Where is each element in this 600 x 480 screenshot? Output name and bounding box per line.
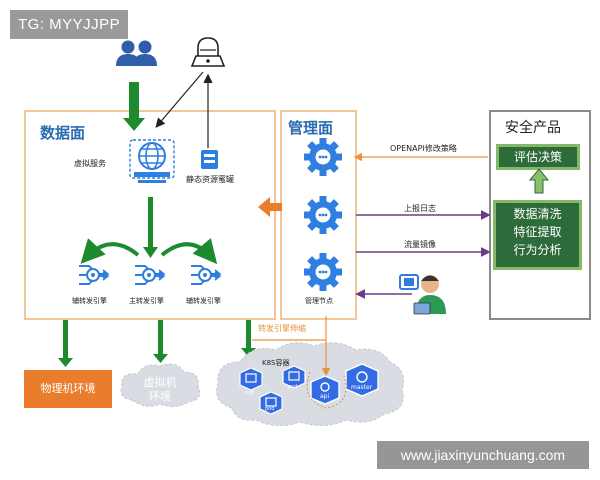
- main-engine-icon: [134, 265, 165, 285]
- static-honeypot-label: 静态资源蜜罐: [186, 175, 234, 184]
- main-to-aux-left-arrow: [80, 238, 140, 264]
- watermark-bottom: www.jiaxinyunchuang.com: [377, 441, 589, 469]
- user-to-service-arrow: [129, 82, 139, 120]
- hacker-icon: [190, 37, 226, 67]
- k8s-scale-loop: [306, 371, 347, 409]
- pod-2-icon: [282, 365, 306, 389]
- pod-1-label: pod: [245, 390, 255, 396]
- security-title: 安全产品: [505, 120, 561, 136]
- k8s-label: K8S容器: [262, 359, 290, 367]
- decision-box: 评估决策: [496, 144, 580, 170]
- virtual-service-label: 虚拟服务: [74, 159, 106, 168]
- master-label: master: [351, 384, 373, 391]
- mgmt-gear-2-icon: [304, 196, 342, 234]
- openapi-label: OPENAPI修改策略: [390, 144, 457, 153]
- admin-person-icon: [399, 274, 446, 315]
- aux-engine-left-icon: [78, 265, 109, 285]
- master-icon: [345, 363, 379, 397]
- to-physical-arrow: [63, 320, 68, 360]
- hacker-to-service-arrow: [155, 71, 204, 128]
- vm-cloud: [120, 363, 201, 408]
- aux-engine-left-label: 辅转发引擎: [72, 297, 107, 305]
- api-label: api: [320, 393, 330, 400]
- users-icon: [116, 40, 157, 66]
- to-k8s-arrow: [246, 320, 251, 350]
- mgmt-node-label: 管理节点: [305, 297, 333, 305]
- aux-engine-right-label: 辅转发引擎: [186, 297, 221, 305]
- vm-env-label: 虚拟机 环境: [143, 376, 177, 403]
- main-engine-label: 主转发引擎: [129, 297, 164, 305]
- virtual-service-icon: [129, 139, 175, 183]
- mgmt-gear-1-icon: [304, 138, 342, 176]
- watermark-top: TG: MYYJJPP: [10, 10, 129, 39]
- honeypot-icon: [201, 150, 218, 169]
- scale-label: 转发引擎伸缩: [258, 324, 306, 333]
- api-icon: [310, 375, 340, 405]
- analysis-to-decision-arrow: [528, 168, 550, 194]
- pod-1-icon: [239, 367, 263, 391]
- data-plane-title: 数据面: [40, 124, 86, 142]
- report-log-label: 上报日志: [404, 204, 436, 213]
- mgmt-gear-3-icon: [304, 253, 342, 291]
- physical-env-box: 物理机环境: [24, 370, 112, 408]
- mgmt-plane-title: 管理面: [288, 119, 334, 137]
- pod-3-label: pod: [265, 406, 275, 412]
- mgmt-to-data-arrow: [268, 203, 282, 211]
- main-to-aux-right-arrow: [160, 238, 218, 265]
- aux-engine-right-icon: [190, 265, 221, 285]
- pod-3-icon: [259, 391, 283, 415]
- traffic-mirror-label: 流量镜像: [404, 240, 436, 249]
- analysis-box: 数据清洗 特征提取 行为分析: [493, 200, 582, 270]
- pod-2-label: pod: [288, 384, 298, 390]
- service-to-engine-arrow: [148, 197, 153, 249]
- to-vm-arrow: [158, 320, 163, 356]
